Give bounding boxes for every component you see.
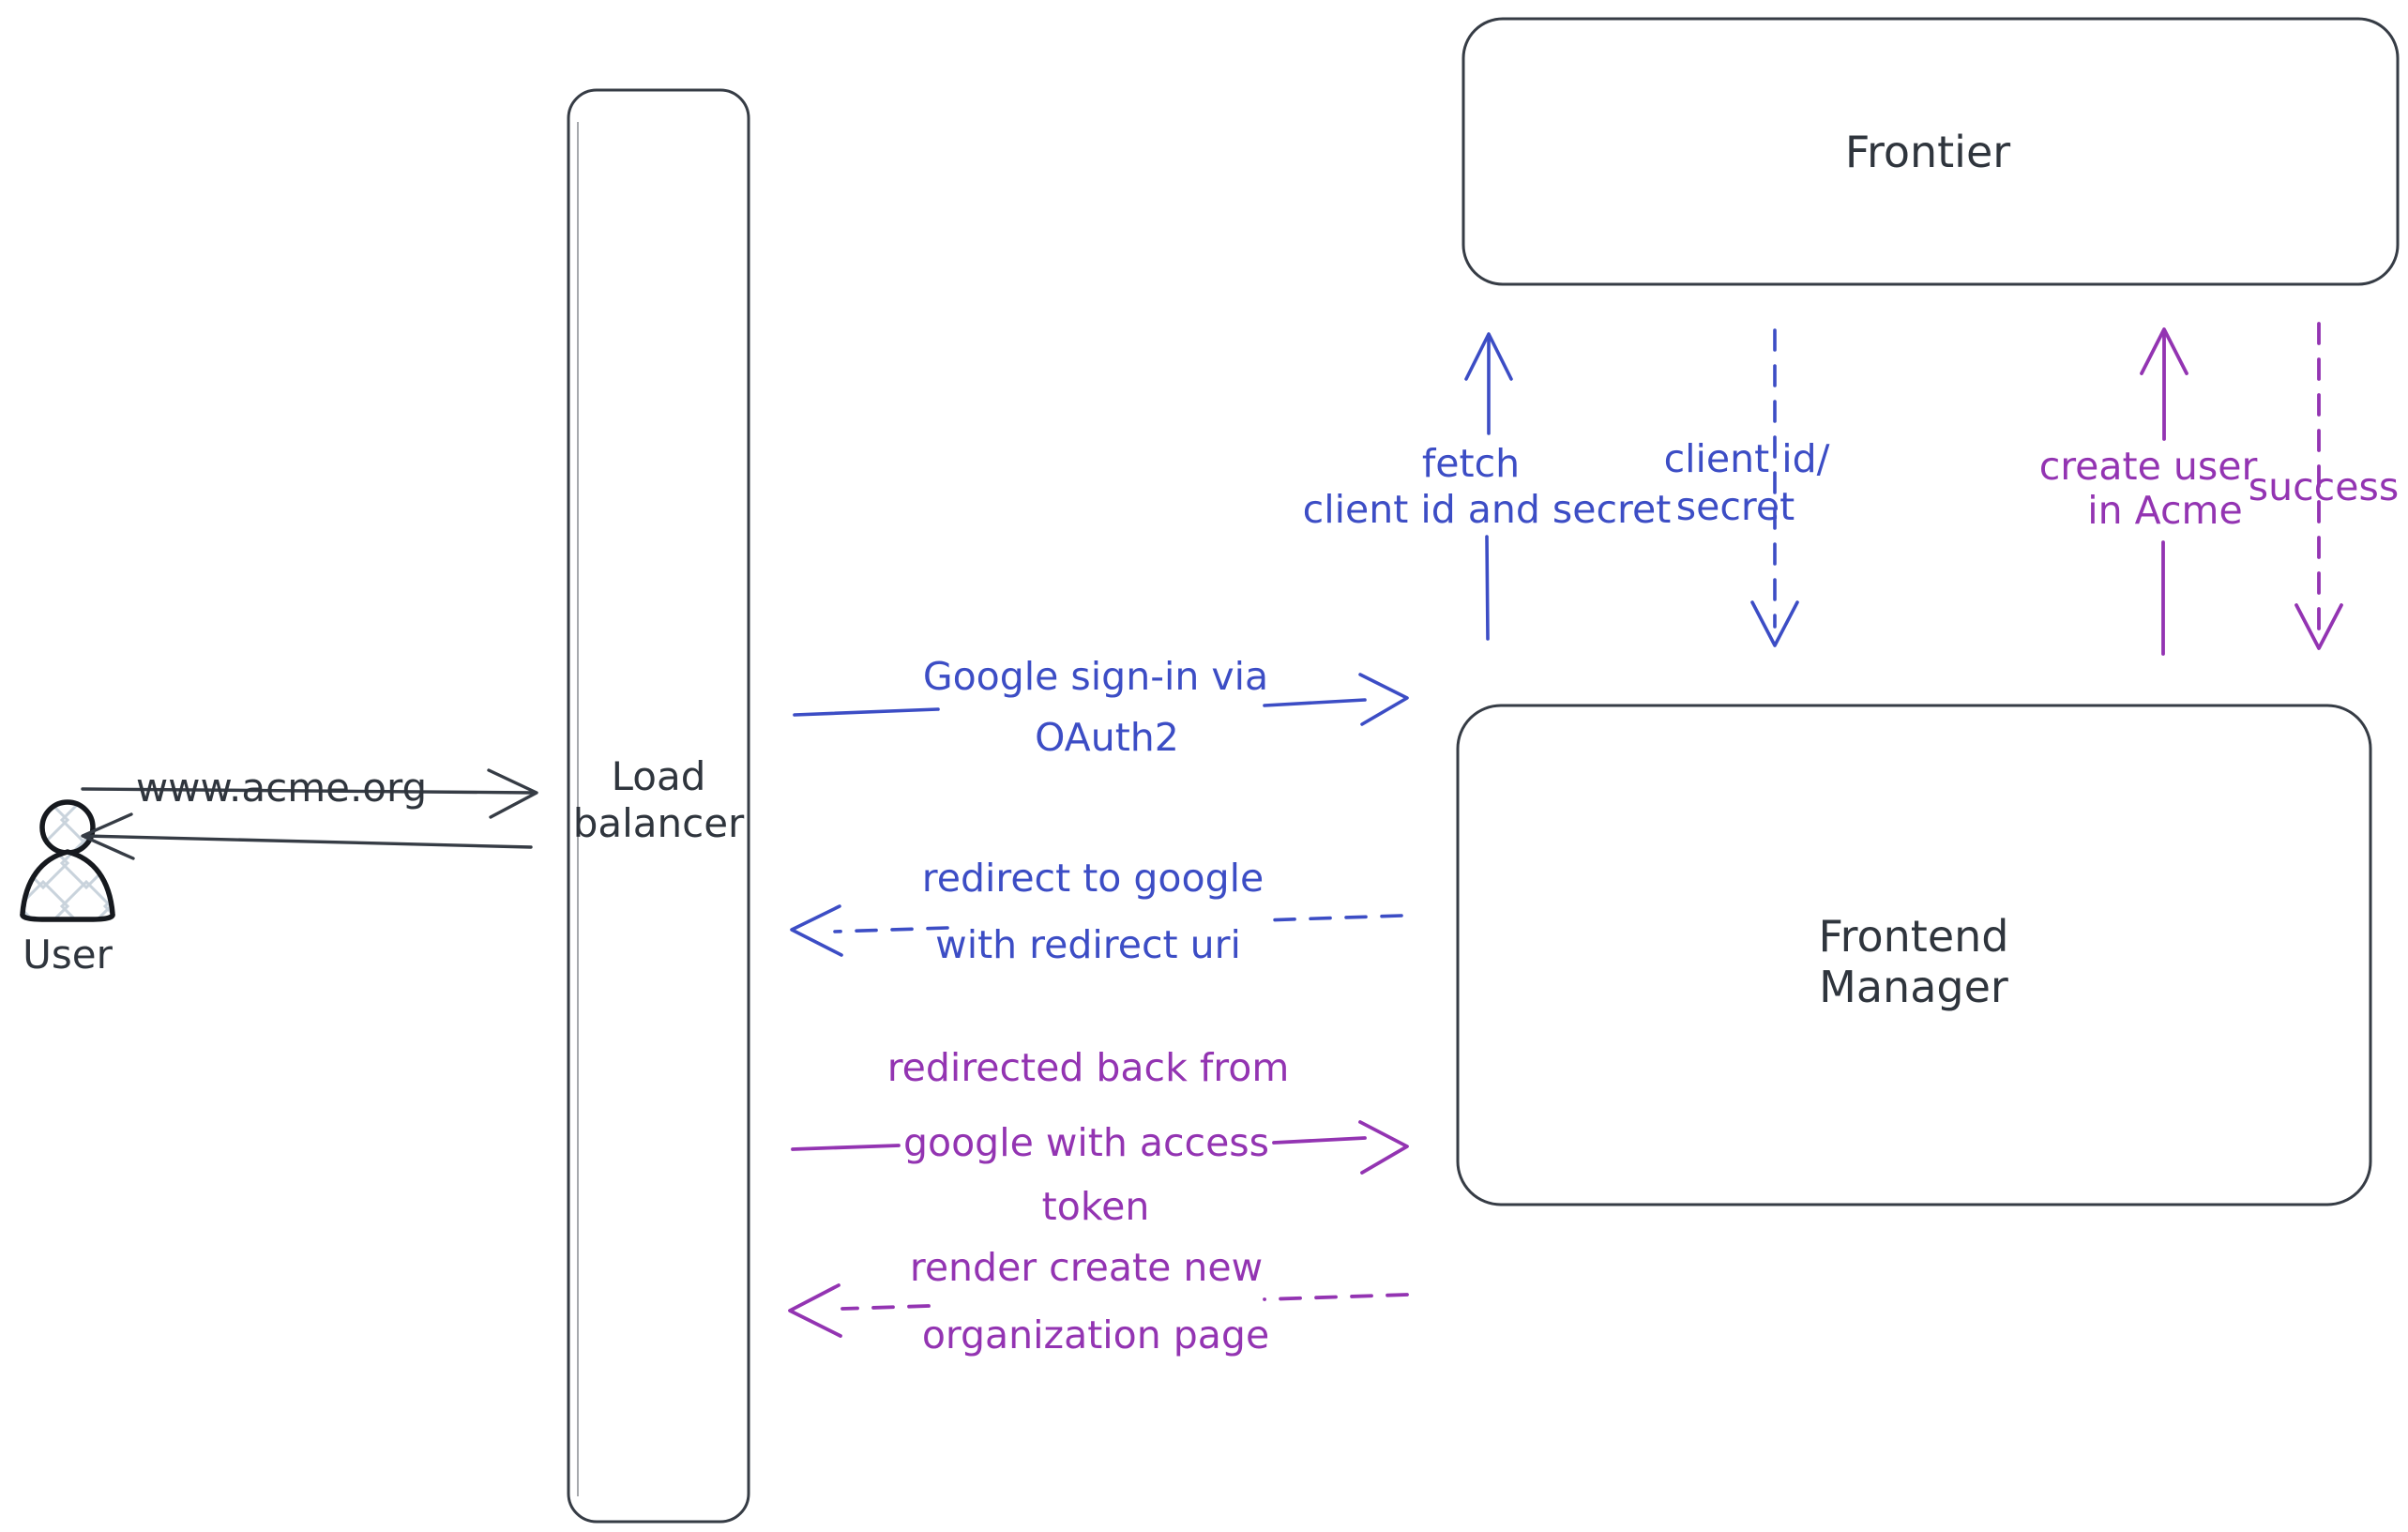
frontier-box (1461, 17, 2400, 286)
load-balancer-node: Load balancer (567, 88, 750, 1524)
edge-fetch-secret-label-line1: fetch (1422, 441, 1520, 486)
frontend-manager-label-line1: Frontend (1818, 911, 2008, 962)
edge-google-signin-label-line1: Google sign-in via (923, 654, 1268, 699)
edge-redirect-google-line-right (1260, 914, 1403, 922)
edge-redirect-google-label-line2: with redirect uri (935, 922, 1241, 967)
edge-client-id-secret-arrowhead (1750, 600, 1799, 647)
edge-lb-response-line (83, 834, 533, 849)
load-balancer-box (567, 88, 750, 1524)
edge-redirected-back: redirected back from google with access … (791, 1045, 1409, 1229)
edge-google-signin-line-left (793, 707, 940, 717)
edge-www-arrowhead (487, 768, 538, 819)
edge-render-org-arrowhead (788, 1283, 842, 1338)
load-balancer-label-line2: balancer (573, 800, 745, 846)
edge-fetch-secret-line-lower (1485, 535, 1490, 641)
edge-fetch-secret-arrowhead (1464, 332, 1513, 381)
edge-fetch-secret: fetch client id and secret (1303, 332, 1672, 641)
edge-client-id-secret-label-line2: secret (1676, 484, 1795, 529)
edge-create-user: create user in Acme (2039, 327, 2258, 656)
edge-redirected-back-label-line1: redirected back from (887, 1045, 1290, 1090)
edge-success: success (2249, 322, 2399, 650)
edge-www: www.acme.org (81, 765, 538, 819)
edge-www-line (81, 787, 537, 795)
edge-create-user-label-line2: in Acme (2087, 488, 2242, 533)
frontier-label: Frontier (1845, 127, 2010, 177)
edge-redirected-back-line-right (1272, 1136, 1367, 1145)
edge-render-org-line-left (841, 1304, 931, 1311)
frontier-node: Frontier (1461, 17, 2400, 286)
edge-google-signin-arrowhead (1358, 673, 1409, 726)
edge-success-label: success (2249, 464, 2399, 509)
edge-render-org: render create new organization page (788, 1245, 1409, 1358)
edge-redirect-google-arrowhead (790, 904, 843, 957)
edge-redirect-google-label-line1: redirect to google (922, 856, 1264, 901)
edge-google-signin-label-line2: OAuth2 (1035, 715, 1179, 760)
frontend-manager-label-line2: Manager (1819, 962, 2008, 1012)
edge-render-org-label-line1: render create new (910, 1245, 1263, 1290)
edge-success-arrowhead (2294, 603, 2343, 650)
edge-google-signin: Google sign-in via OAuth2 (793, 654, 1409, 760)
edge-www-label: www.acme.org (136, 765, 427, 811)
edge-client-id-secret-label-line1: client id/ (1664, 436, 1830, 481)
edge-redirected-back-label-line3: token (1042, 1184, 1150, 1229)
frontend-manager-node: Frontend Manager (1456, 704, 2372, 1206)
edge-redirected-back-arrowhead (1358, 1120, 1409, 1175)
edge-create-user-label-line1: create user (2039, 444, 2258, 489)
edge-fetch-secret-label-line2: client id and secret (1303, 487, 1672, 532)
edge-redirected-back-label-line2: google with access (903, 1120, 1269, 1165)
edge-render-org-label-line2: organization page (922, 1312, 1269, 1358)
edge-create-user-arrowhead (2140, 327, 2188, 375)
load-balancer-label-line1: Load (612, 753, 706, 799)
edge-lb-response (81, 812, 533, 860)
frontend-manager-box (1456, 704, 2372, 1206)
edge-google-signin-line-right (1263, 698, 1367, 707)
user-label: User (23, 932, 113, 978)
user-actor: User (20, 799, 115, 978)
edge-redirected-back-line-left (791, 1144, 901, 1151)
edge-redirect-google: redirect to google with redirect uri (790, 856, 1403, 967)
user-icon-head (39, 799, 96, 856)
edge-redirect-google-line-left (833, 926, 949, 933)
edge-lb-response-arrowhead (81, 812, 135, 860)
edge-client-id-secret: client id/ secret (1664, 328, 1830, 647)
user-icon-body (20, 849, 115, 922)
edge-render-org-line-right (1263, 1293, 1409, 1301)
